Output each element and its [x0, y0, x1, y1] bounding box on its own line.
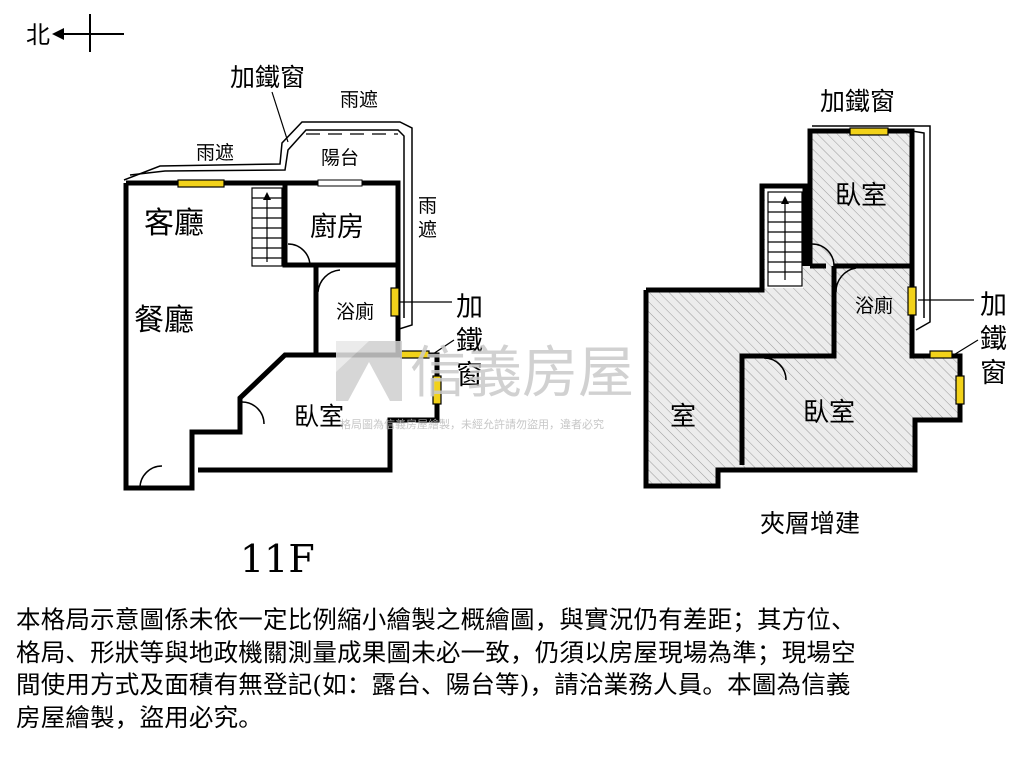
stair-11f: [251, 187, 283, 267]
kitchen-wall: [282, 183, 398, 268]
room-kitchen-label: 廚房: [310, 212, 364, 243]
disclaimer-line: 本格局示意圖係未依一定比例縮小繪製之概繪圖，與實況仍有差距；其方位、: [16, 605, 856, 634]
floor-plan-stage: 北: [26, 14, 1007, 581]
annotation-iron-window-right-2: 鐵: [456, 326, 483, 357]
disclaimer-line: 格局、形狀等與地政機關測量成果圖未必一致，仍須以房屋現場為準；現場空: [16, 637, 856, 667]
canopy-inner-outline: [129, 129, 405, 318]
room-living-label: 客廳: [144, 206, 204, 241]
mezzanine-room-left-label: 室: [670, 402, 696, 432]
mezzanine-bath-door-icon: [835, 267, 857, 293]
mezzanine-window-bedroom-top-icon: [929, 350, 953, 359]
mezzanine-room-bath-label: 浴廁: [855, 294, 893, 317]
mezzanine-outer-wall: [643, 128, 963, 489]
mezzanine-annotation-iron-window-right-2: 鐵: [980, 324, 1007, 355]
iron-window-leader: [271, 91, 289, 143]
mezzanine-bedroom-door-icon: [811, 243, 835, 267]
mezzanine-window-bedroom-side-icon: [955, 375, 965, 405]
mezzanine-annotation-iron-window-top: 加鐵窗: [820, 87, 895, 116]
room-balcony-label: 陽台: [321, 147, 359, 169]
watermark-brand: 信義房屋: [410, 341, 634, 406]
window-bath-icon: [390, 287, 400, 317]
north-label: 北: [26, 21, 50, 49]
annotation-iron-window-right-1: 加: [456, 292, 483, 323]
canopy-outline: [123, 121, 413, 331]
window-bedroom-side-icon: [432, 375, 442, 405]
outer-wall: [123, 183, 440, 491]
mezzanine-annotation-iron-window-right-1: 加: [980, 290, 1007, 321]
bedroom-door-icon: [241, 401, 265, 425]
mezzanine-stair-area: [765, 188, 803, 288]
annotation-iron-window-right-3: 窗: [456, 360, 483, 391]
north-arrow: 北: [26, 14, 124, 52]
mezzanine-railing-inner: [911, 130, 925, 318]
kitchen-door-icon: [287, 243, 311, 267]
mezzanine-room-bedroom-top-label: 臥室: [835, 181, 887, 211]
annotation-canopy-top: 雨遮: [340, 89, 378, 111]
window-living-icon: [177, 179, 225, 188]
mezzanine-main-door-icon: [763, 357, 787, 381]
mezzanine-annotation-iron-window-right-3: 窗: [980, 358, 1007, 389]
bedroom-window-leader: [429, 339, 455, 357]
disclaimer-line: 房屋繪製，盜用必究。: [16, 702, 263, 732]
mezzanine-west-wall: [646, 183, 808, 293]
bath-door-icon: [317, 269, 341, 293]
mezzanine-room-bedroom-main-label: 臥室: [803, 398, 855, 428]
mezzanine-bath-wall: [739, 266, 837, 465]
mezzanine-window-top-icon: [849, 127, 889, 136]
floor-plan-mezzanine: 臥室 浴廁 臥室 室 加鐵窗 加 鐵 窗 夾層增建: [643, 87, 1007, 538]
annotation-canopy-right-2: 遮: [418, 219, 437, 241]
disclaimer: 本格局示意圖係未依一定比例縮小繪製之概繪圖，與實況仍有差距；其方位、 格局、形狀…: [16, 604, 1008, 734]
mezzanine-window-bath-icon: [907, 286, 917, 316]
floor-plan-11f: 客廳 餐廳 廚房 浴廁 臥室 陽台 加鐵窗 雨遮 雨遮 雨 遮 加 鐵 窗 11…: [123, 63, 483, 581]
disclaimer-line: 間使用方式及面積有無登記(如：露台、陽台等)，請洽業務人員。本圖為信義: [16, 670, 851, 699]
watermark: 信義房屋 格局圖為信義房屋繪製，未經允許請勿盜用，違者必究: [336, 341, 634, 431]
annotation-canopy-right-1: 雨: [418, 195, 437, 217]
north-arrow-head-icon: [52, 28, 64, 40]
room-bath-label: 浴廁: [336, 300, 374, 323]
mezzanine-railing: [812, 125, 931, 331]
watermark-notice: 格局圖為信義房屋繪製，未經允許請勿盜用，違者必究: [340, 417, 604, 431]
balcony-door-icon: [317, 179, 363, 187]
mezzanine-bedroom-window-leader: [951, 339, 979, 357]
stair-mezzanine: [767, 191, 803, 287]
watermark-logo-icon: [336, 341, 402, 401]
stair-up-arrow-icon: [263, 192, 271, 200]
room-dining-label: 餐廳: [134, 303, 194, 338]
floor-label-mezzanine: 夾層增建: [760, 509, 860, 538]
mezzanine-stair-up-arrow-icon: [781, 196, 789, 204]
annotation-iron-window-top: 加鐵窗: [230, 63, 305, 92]
entry-door-icon: [139, 465, 163, 489]
mezzanine-hatched-floor: [646, 131, 960, 486]
room-bedroom-label: 臥室: [294, 402, 344, 431]
floor-plan-svg: 北: [26, 14, 1007, 581]
floor-label-11f: 11F: [240, 537, 315, 581]
annotation-canopy-left: 雨遮: [196, 142, 234, 164]
